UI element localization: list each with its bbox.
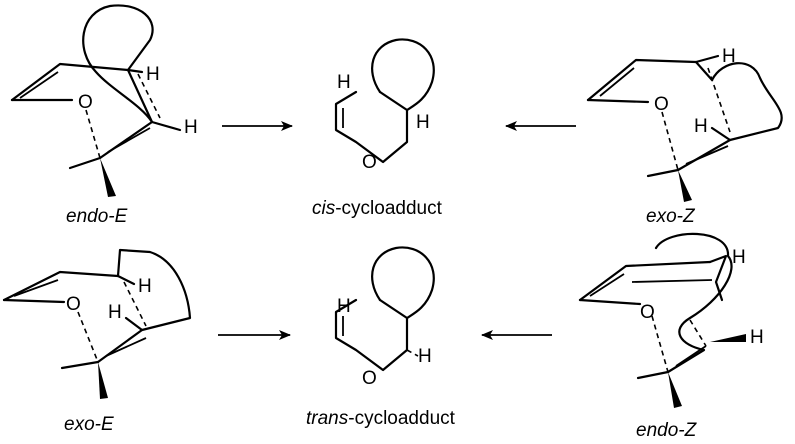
exo-e-hydrogen-1: H [138,276,152,297]
endo-e-forming-bond-o [85,109,101,159]
exo-z-label: exo-Z [646,206,696,227]
trans-oxygen: O [362,368,377,389]
structure-trans-cycloadduct: H H O trans-cycloadduct [306,246,456,429]
exo-e-hydrogen-2: H [108,302,122,323]
endo-e-wedge [100,158,116,197]
exo-z-wedge [678,170,692,202]
trans-cycloadduct-label: trans-cycloadduct [306,408,456,429]
endo-z-tether [654,232,733,374]
endo-e-oxygen: O [78,92,93,113]
exo-e-forming-bond-o [77,311,99,363]
endo-z-forming-bond-c [689,319,707,347]
exo-z-h-bond-2 [710,126,732,142]
exo-z-oxygen: O [654,94,669,115]
trans-fused-ring [371,246,435,320]
endo-z-h-wedge [710,334,746,342]
endo-z-diene-upper [578,260,712,302]
exo-z-dienophile-double [685,145,729,165]
exo-e-label: exo-E [64,414,114,435]
endo-e-h-bond [150,120,182,132]
endo-z-alkene-double [631,279,713,283]
exo-z-hydrogen-2: H [694,116,708,137]
endo-e-hydrogen-1: H [146,64,160,85]
exo-e-wedge [98,362,108,399]
endo-e-h-bond-2 [126,68,144,74]
endo-z-hydrogen-1: H [732,247,746,268]
cis-hydrogen-1: H [337,72,351,93]
trans-hydrogen-2: H [418,346,432,367]
endo-z-alkene-end [708,254,728,302]
exo-z-h-bond [694,54,720,64]
exo-e-h-bond-2 [124,316,144,332]
endo-z-dienophile-double [675,345,707,367]
endo-z-oxygen: O [640,302,655,323]
exo-e-h-bond [116,274,136,286]
endo-z-double-bond [589,273,625,297]
endo-z-wedge [668,372,682,408]
cis-oxygen: O [362,152,377,173]
exo-e-double-bond [13,279,59,297]
endo-e-label: endo-E [66,206,128,227]
exo-z-diene-upper [586,58,698,102]
endo-e-tether-ring [82,4,154,124]
endo-z-hydrogen-2: H [750,327,764,348]
exo-z-forming-bond-c [707,67,731,133]
trans-ring [334,298,409,372]
cis-fused-ring [371,38,435,112]
exo-e-forming-bond-c [123,281,147,327]
exo-e-oxygen: O [66,294,81,315]
trans-hydrogen-1: H [337,296,351,317]
exo-z-double-bond [599,67,635,97]
structure-endo-z: O H H endo-Z [578,232,764,441]
cis-hydrogen-2: H [416,112,430,133]
exo-z-tether [676,60,783,172]
exo-e-diene-upper [2,270,120,302]
cis-ring [334,90,409,164]
endo-e-diene-upper [10,62,130,102]
exo-z-forming-bond-o [661,111,679,171]
exo-z-methyl [646,168,680,178]
structure-exo-z: O H H exo-Z [586,46,783,227]
exo-z-hydrogen-1: H [722,46,736,67]
endo-z-diene-lower [578,298,642,306]
endo-e-dienophile-double [107,127,151,153]
exo-e-dienophile-double [105,337,147,357]
structure-cis-cycloadduct: H H O cis-cycloadduct [312,38,443,219]
exo-z-diene-lower [586,98,650,104]
endo-e-methyl [68,156,102,170]
endo-e-forming-bond-c [137,73,161,119]
endo-z-label: endo-Z [636,420,698,441]
structure-endo-e: O H H endo-E [10,4,198,227]
endo-z-methyl [636,370,670,380]
endo-e-hydrogen-2: H [184,117,198,138]
exo-e-tether [96,248,192,364]
trans-hashed-h [406,349,419,357]
structure-exo-e: O H H exo-E [2,248,192,435]
exo-e-diene-lower [2,298,66,304]
endo-z-forming-bond-o [651,315,669,373]
cis-cycloadduct-label: cis-cycloadduct [312,198,443,219]
endo-e-double-bond [19,71,59,99]
exo-e-methyl [60,360,100,370]
